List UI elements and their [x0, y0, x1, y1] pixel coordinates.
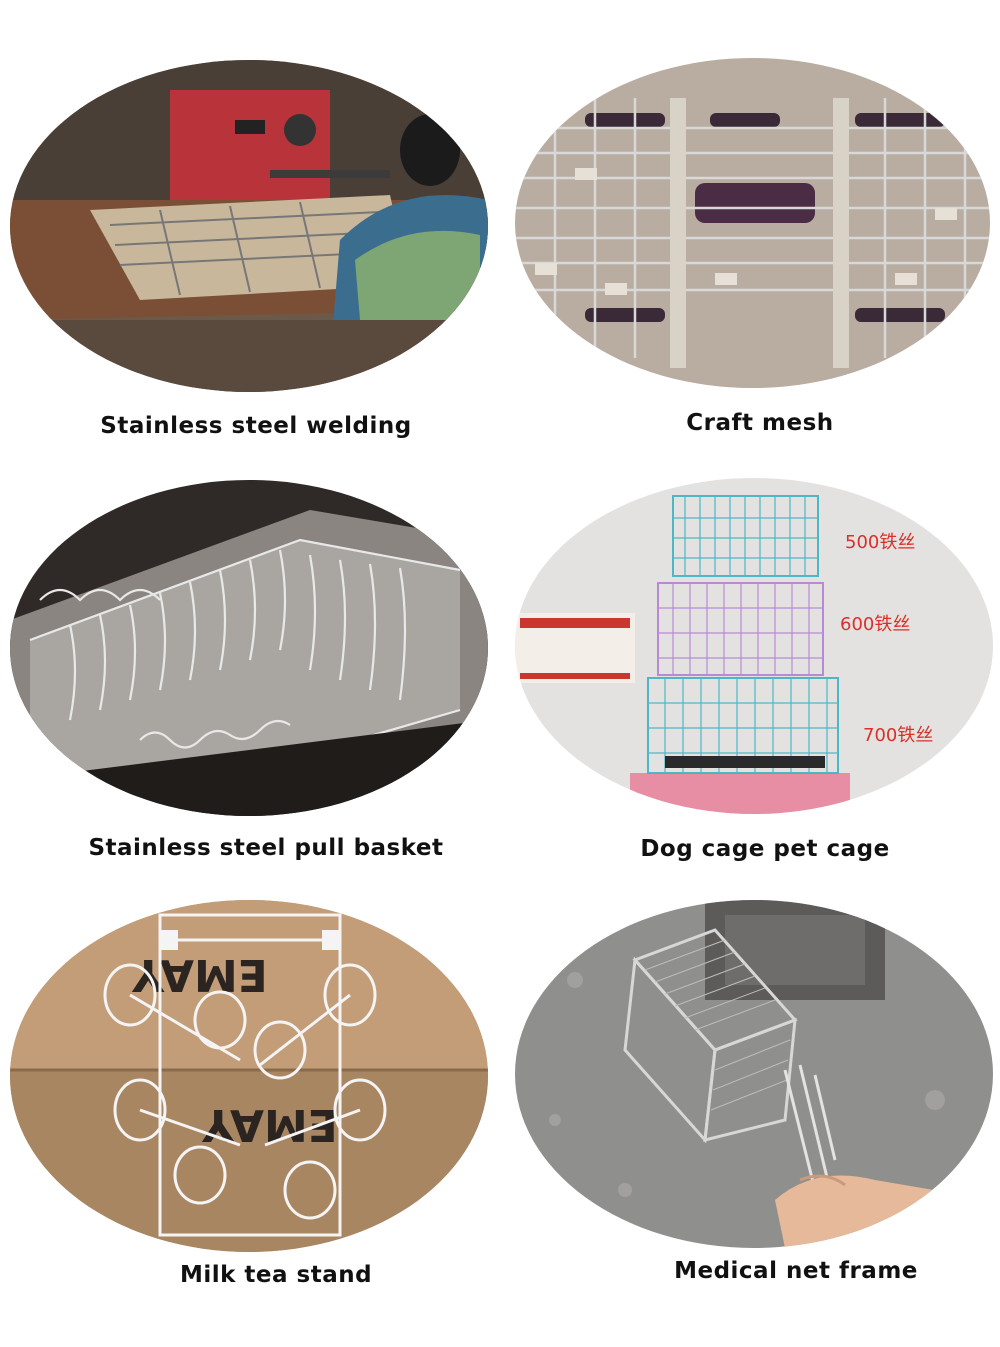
cage-label-600: 600铁丝 — [840, 614, 910, 635]
caption-dog-cage: Dog cage pet cage — [640, 836, 890, 862]
welding-illustration — [10, 60, 488, 392]
photo-milk-tea-stand: EMAY EMAY — [10, 900, 488, 1252]
medical-net-frame-illustration — [515, 900, 993, 1248]
cage-label-700: 700铁丝 — [863, 725, 933, 746]
caption-craft-mesh: Craft mesh — [686, 410, 834, 436]
caption-medical-net-frame: Medical net frame — [674, 1258, 918, 1284]
box-text-bottom: EMAY — [201, 1099, 338, 1150]
photo-medical-net-frame — [515, 900, 993, 1248]
photo-pull-basket — [10, 480, 488, 816]
dog-cage-illustration: 500铁丝 600铁丝 700铁丝 — [515, 478, 993, 814]
photo-welding — [10, 60, 488, 392]
pull-basket-illustration — [10, 480, 488, 816]
caption-pull-basket: Stainless steel pull basket — [88, 835, 444, 861]
cage-label-500: 500铁丝 — [845, 532, 915, 553]
photo-craft-mesh — [515, 58, 990, 388]
caption-stainless-steel-welding: Stainless steel welding — [100, 413, 412, 439]
craft-mesh-illustration — [515, 58, 990, 388]
photo-dog-cage: 500铁丝 600铁丝 700铁丝 — [515, 478, 993, 814]
caption-milk-tea-stand: Milk tea stand — [179, 1262, 373, 1288]
milk-tea-stand-illustration: EMAY EMAY — [10, 900, 488, 1252]
box-text-top: EMAY — [131, 949, 268, 1000]
